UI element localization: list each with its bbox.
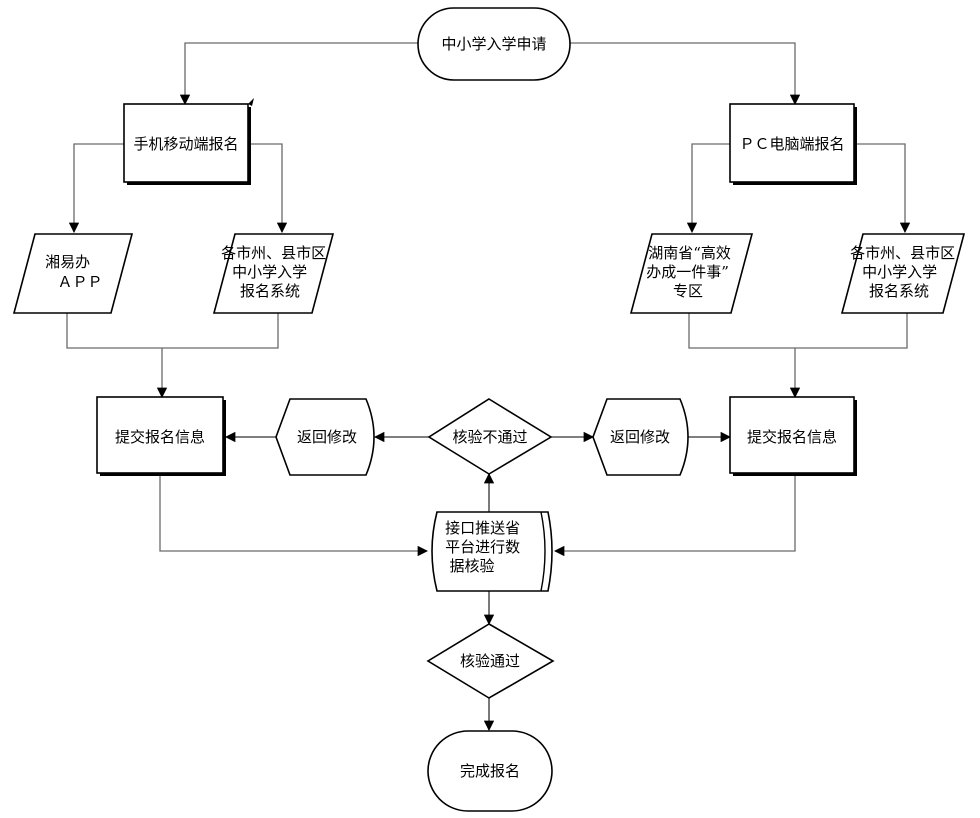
edge-pc-to-hunan-zone bbox=[686, 143, 730, 234]
return-modify-left-label: 返回修改 bbox=[297, 428, 357, 446]
left-system-line-2: 中小学入学 bbox=[232, 263, 307, 281]
right-system-line-3: 报名系统 bbox=[869, 282, 929, 300]
verify-fail-decision: 核验不通过 bbox=[427, 398, 553, 475]
connectors bbox=[66, 42, 911, 732]
verify-fail-label: 核验不通过 bbox=[452, 428, 527, 446]
submit-info-left-node: 提交报名信息 bbox=[96, 396, 226, 476]
submit-info-right-label: 提交报名信息 bbox=[747, 428, 837, 446]
push-check-node: 接口推送省 平台进行数 据核验 bbox=[431, 511, 553, 592]
pc-registration-label: ＰＣ电脑端报名 bbox=[739, 135, 844, 153]
svg-text:湖南省“高效 办成一件事” 专区: 湖南省“高效 办成一件事” 专区 bbox=[646, 244, 735, 300]
svg-text:各市州、县市区 中小学入学 报名系统: 各市州、县市区 中小学入学 报名系统 bbox=[850, 244, 960, 300]
edge-pc-to-right-system bbox=[857, 143, 911, 234]
left-system-line-1: 各市州、县市区 bbox=[221, 244, 326, 262]
corner-marker-icon bbox=[248, 98, 254, 106]
verify-pass-label: 核验通过 bbox=[460, 652, 520, 670]
mobile-registration-label: 手机移动端报名 bbox=[133, 135, 238, 153]
left-system-line-3: 报名系统 bbox=[240, 282, 300, 300]
push-check-line-3: 据核验 bbox=[449, 557, 494, 575]
edge-submit-left-to-push bbox=[159, 474, 429, 557]
svg-text:各市州、县市区 中小学入学 报名系统: 各市州、县市区 中小学入学 报名系统 bbox=[221, 244, 331, 300]
xiangyiban-line-2: ＡＰＰ bbox=[57, 273, 102, 291]
svg-text:接口推送省 平台进行数 据核验: 接口推送省 平台进行数 据核验 bbox=[445, 519, 525, 575]
edge-mobile-to-left-system bbox=[248, 143, 288, 234]
push-check-line-1: 接口推送省 bbox=[445, 519, 520, 537]
edge-start-to-mobile bbox=[179, 42, 418, 106]
start-label: 中小学入学申请 bbox=[441, 35, 546, 53]
return-modify-right-node: 返回修改 bbox=[592, 398, 689, 476]
start-node: 中小学入学申请 bbox=[417, 7, 571, 81]
edge-mobile-to-xiangyiban bbox=[68, 143, 124, 234]
right-system-line-2: 中小学入学 bbox=[862, 263, 937, 281]
submit-info-right-node: 提交报名信息 bbox=[729, 396, 857, 476]
xiangyiban-line-1: 湘易办 bbox=[45, 253, 90, 271]
hunan-efficiency-zone-node: 湖南省“高效 办成一件事” 专区 bbox=[629, 233, 754, 314]
right-city-system-node: 各市州、县市区 中小学入学 报名系统 bbox=[840, 233, 966, 314]
return-modify-left-node: 返回修改 bbox=[275, 398, 375, 476]
mobile-registration-node: 手机移动端报名 bbox=[123, 98, 254, 185]
edge-xiangyiban-merge bbox=[66, 313, 279, 349]
hunan-zone-line-1: 湖南省“高效 bbox=[648, 244, 731, 262]
right-system-line-1: 各市州、县市区 bbox=[850, 244, 955, 262]
left-city-system-node: 各市州、县市区 中小学入学 报名系统 bbox=[212, 233, 335, 314]
pc-registration-node: ＰＣ电脑端报名 bbox=[729, 103, 857, 185]
edge-start-to-pc bbox=[570, 42, 801, 106]
verify-pass-decision: 核验通过 bbox=[426, 623, 555, 699]
edge-right-merge bbox=[688, 313, 908, 349]
submit-info-left-label: 提交报名信息 bbox=[115, 428, 205, 446]
svg-text:湘易办 ＡＰＰ: 湘易办 ＡＰＰ bbox=[45, 253, 102, 291]
complete-label: 完成报名 bbox=[460, 762, 520, 780]
hunan-zone-line-2: 办成一件事” bbox=[646, 263, 729, 281]
hunan-zone-line-3: 专区 bbox=[673, 282, 703, 300]
complete-node: 完成报名 bbox=[427, 730, 553, 812]
edge-submit-right-to-push bbox=[553, 474, 796, 557]
push-check-line-2: 平台进行数 bbox=[445, 538, 520, 556]
return-modify-right-label: 返回修改 bbox=[610, 428, 670, 446]
xiangyiban-app-node: 湘易办 ＡＰＰ bbox=[12, 233, 134, 314]
